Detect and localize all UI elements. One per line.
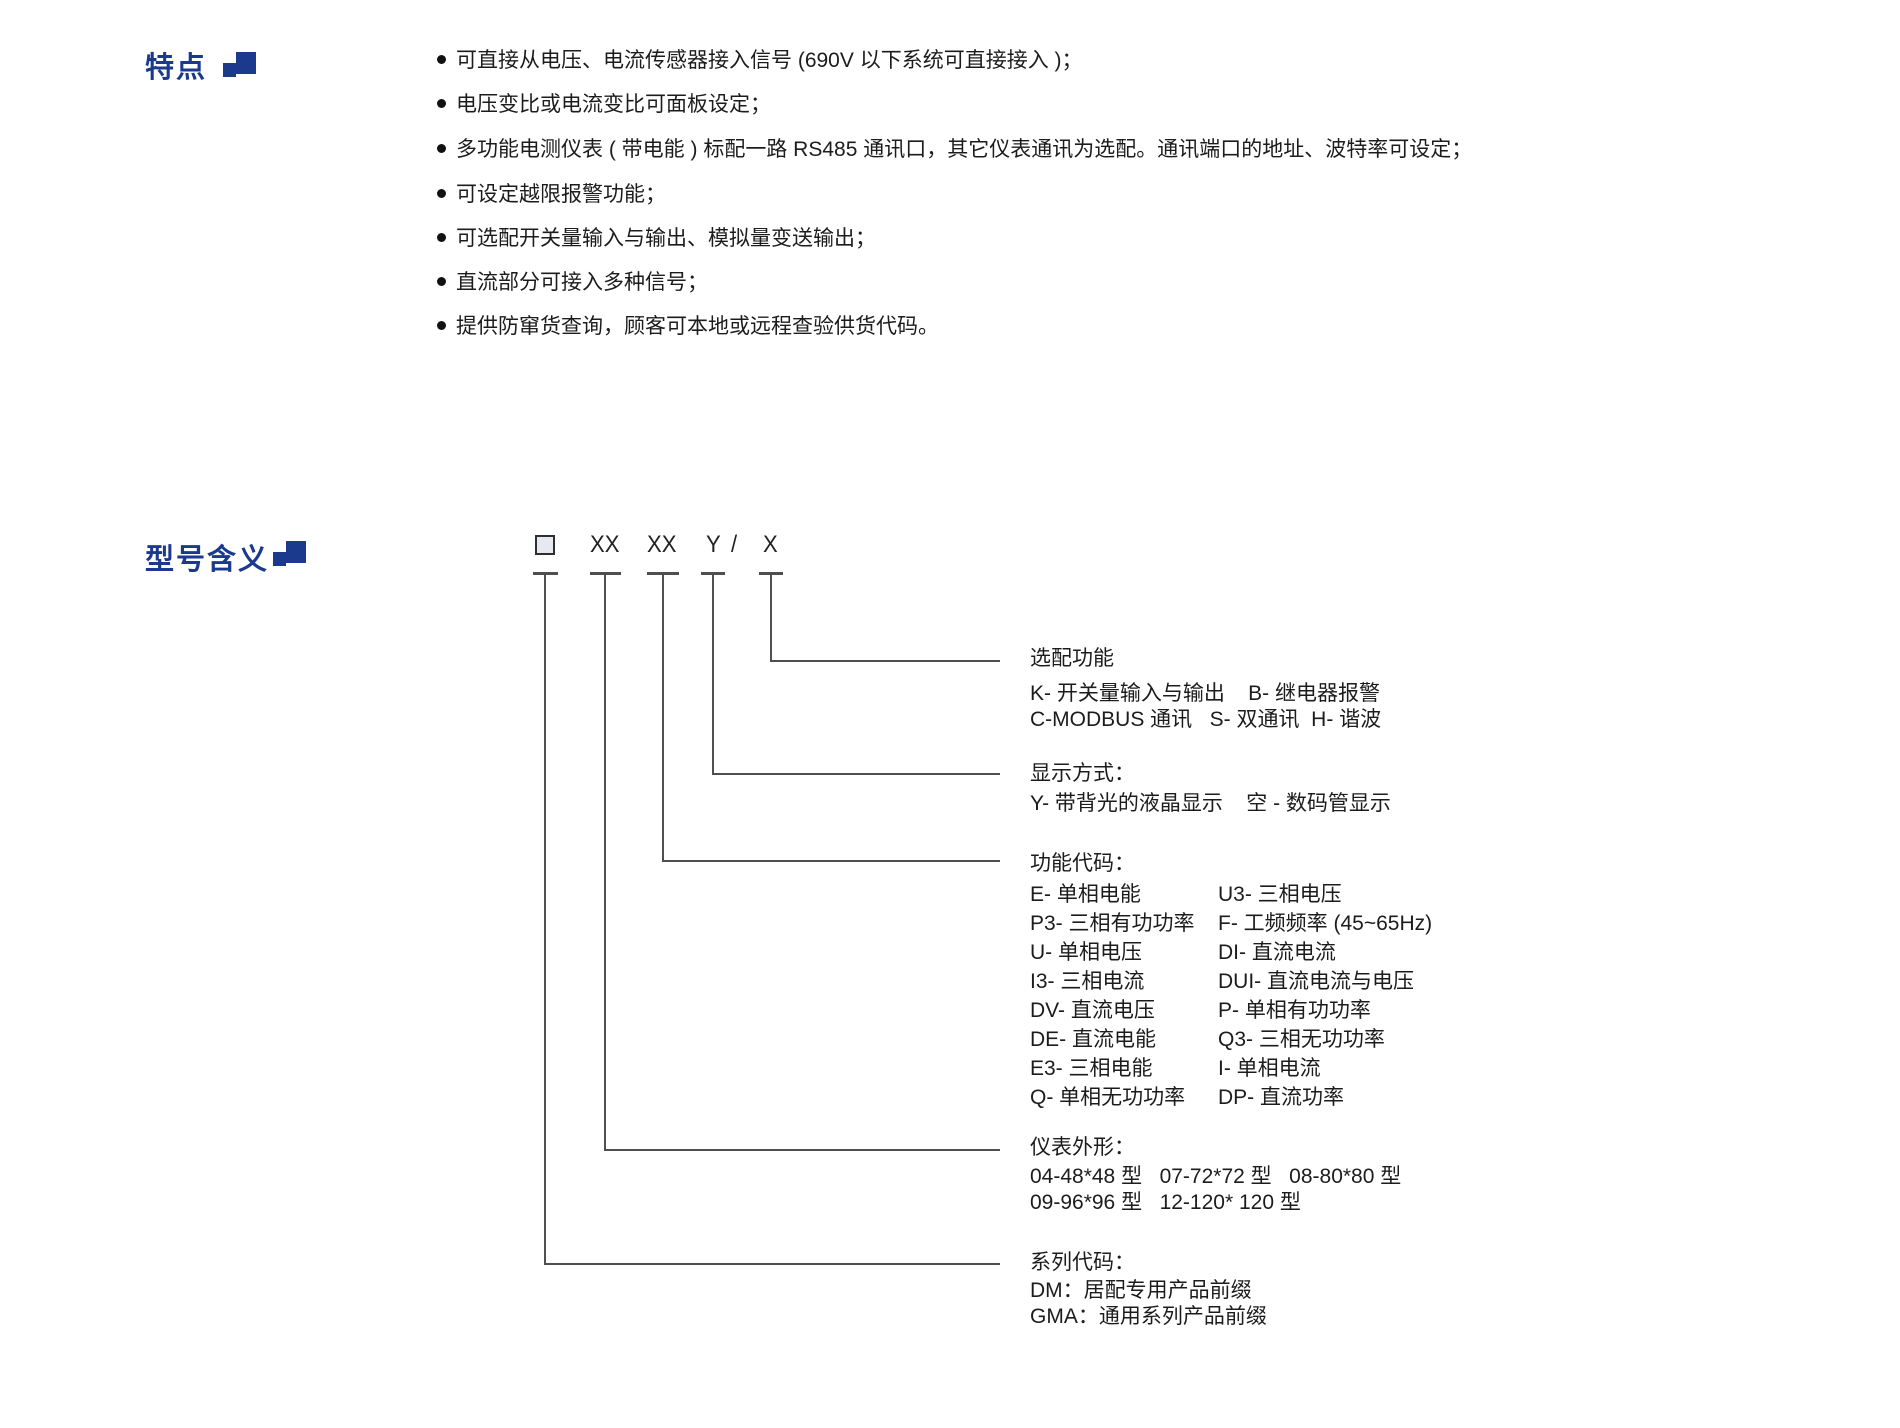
diagram-vline-option xyxy=(770,575,772,662)
feature-item: 可直接从电压、电流传感器接入信号 (690V 以下系统可直接接入 )； xyxy=(437,47,1083,74)
callout-line: K- 开关量输入与输出 B- 继电器报警 xyxy=(1030,682,1381,705)
model-code-segment: XX xyxy=(590,531,620,558)
function-code-item: U- 单相电压 xyxy=(1030,941,1142,964)
function-code-left-column: E- 单相电能 P3- 三相有功功率 U- 单相电压 I3- 三相电流 DV- … xyxy=(1030,880,1218,1112)
function-code-right-column: U3- 三相电压 F- 工频频率 (45~65Hz) DI- 直流电流 DUI-… xyxy=(1218,880,1432,1112)
callout-line: C-MODBUS 通讯 S- 双通讯 H- 谐波 xyxy=(1030,708,1382,731)
diagram-hline-shape xyxy=(604,1149,1000,1151)
bullet-icon xyxy=(437,144,446,153)
callout-title: 显示方式： xyxy=(1030,762,1135,785)
heading-squares-icon xyxy=(273,552,286,566)
callout-title: 选配功能 xyxy=(1030,647,1114,670)
diagram-tbar xyxy=(533,572,558,575)
bullet-icon xyxy=(437,233,446,242)
bullet-icon xyxy=(437,277,446,286)
model-code-segment: XX xyxy=(647,531,677,558)
bullet-icon xyxy=(437,321,446,330)
callout-line: GMA：通用系列产品前缀 xyxy=(1030,1305,1267,1328)
features-heading: 特点 xyxy=(145,52,208,84)
callout-display-mode: 显示方式： Y- 带背光的液晶显示 空 - 数码管显示 xyxy=(1030,761,1391,817)
callout-title: 系列代码： xyxy=(1030,1251,1135,1274)
function-code-item: DE- 直流电能 xyxy=(1030,1028,1156,1051)
feature-text: 可直接从电压、电流传感器接入信号 (690V 以下系统可直接接入 )； xyxy=(456,49,1083,72)
function-code-item: Q3- 三相无功功率 xyxy=(1218,1028,1385,1051)
feature-text: 多功能电测仪表 ( 带电能 ) 标配一路 RS485 通讯口，其它仪表通讯为选配… xyxy=(456,138,1473,161)
feature-item: 可设定越限报警功能； xyxy=(437,181,666,208)
model-code-box xyxy=(535,535,555,555)
diagram-vline-series xyxy=(544,575,546,1265)
function-code-item: Q- 单相无功功率 xyxy=(1030,1086,1186,1109)
callout-line: 09-96*96 型 12-120* 120 型 xyxy=(1030,1191,1301,1214)
diagram-hline-option xyxy=(770,660,1000,662)
callout-function-code: 功能代码： E- 单相电能 P3- 三相有功功率 U- 单相电压 I3- 三相电… xyxy=(1030,851,1432,1112)
function-code-item: I3- 三相电流 xyxy=(1030,970,1145,993)
function-code-item: E3- 三相电能 xyxy=(1030,1057,1153,1080)
callout-line: 04-48*48 型 07-72*72 型 08-80*80 型 xyxy=(1030,1165,1402,1188)
feature-item: 可选配开关量输入与输出、模拟量变送输出； xyxy=(437,225,876,252)
diagram-vline-display xyxy=(712,575,714,775)
heading-squares-icon xyxy=(286,541,306,563)
function-code-item: DI- 直流电流 xyxy=(1218,941,1336,964)
feature-item: 直流部分可接入多种信号； xyxy=(437,269,708,296)
callout-line: DM：居配专用产品前缀 xyxy=(1030,1279,1252,1302)
callout-series-code: 系列代码： DM：居配专用产品前缀 GMA：通用系列产品前缀 xyxy=(1030,1250,1267,1330)
feature-item: 多功能电测仪表 ( 带电能 ) 标配一路 RS485 通讯口，其它仪表通讯为选配… xyxy=(437,136,1472,163)
diagram-vline-function xyxy=(662,575,664,862)
heading-squares-icon xyxy=(223,63,236,77)
function-code-item: DV- 直流电压 xyxy=(1030,999,1155,1022)
function-code-item: P- 单相有功功率 xyxy=(1218,999,1371,1022)
function-code-item: I- 单相电流 xyxy=(1218,1057,1321,1080)
function-code-item: E- 单相电能 xyxy=(1030,883,1141,906)
bullet-icon xyxy=(437,55,446,64)
feature-text: 可设定越限报警功能； xyxy=(456,183,666,206)
diagram-tbar xyxy=(759,572,783,575)
callout-title: 仪表外形： xyxy=(1030,1136,1135,1159)
function-code-item: U3- 三相电压 xyxy=(1218,883,1342,906)
function-code-item: DUI- 直流电流与电压 xyxy=(1218,970,1414,993)
model-code-segment: / xyxy=(731,531,738,558)
callout-option-function: 选配功能 K- 开关量输入与输出 B- 继电器报警 C-MODBUS 通讯 S-… xyxy=(1030,646,1381,733)
function-code-item: F- 工频频率 (45~65Hz) xyxy=(1218,912,1433,935)
diagram-vline-shape xyxy=(604,575,606,1151)
feature-text: 提供防窜货查询，顾客可本地或远程查验供货代码。 xyxy=(456,315,939,338)
function-code-item: P3- 三相有功功率 xyxy=(1030,912,1195,935)
model-code-segment: X xyxy=(763,531,778,558)
diagram-tbar xyxy=(701,572,725,575)
callout-line: Y- 带背光的液晶显示 空 - 数码管显示 xyxy=(1030,792,1391,815)
diagram-hline-function xyxy=(662,860,1000,862)
diagram-tbar xyxy=(647,572,679,575)
feature-item: 电压变比或电流变比可面板设定； xyxy=(437,91,771,118)
heading-squares-icon xyxy=(236,52,256,74)
callout-meter-shape: 仪表外形： 04-48*48 型 07-72*72 型 08-80*80 型 0… xyxy=(1030,1135,1401,1216)
feature-item: 提供防窜货查询，顾客可本地或远程查验供货代码。 xyxy=(437,313,939,340)
diagram-hline-series xyxy=(544,1263,1000,1265)
model-code-segment: Y xyxy=(706,531,721,558)
callout-title: 功能代码： xyxy=(1030,852,1135,875)
bullet-icon xyxy=(437,189,446,198)
bullet-icon xyxy=(437,99,446,108)
diagram-tbar xyxy=(590,572,621,575)
feature-text: 可选配开关量输入与输出、模拟量变送输出； xyxy=(456,227,876,250)
diagram-hline-display xyxy=(712,773,1000,775)
feature-text: 直流部分可接入多种信号； xyxy=(456,271,708,294)
feature-text: 电压变比或电流变比可面板设定； xyxy=(456,93,771,116)
model-heading: 型号含义 xyxy=(145,544,270,576)
function-code-item: DP- 直流功率 xyxy=(1218,1086,1344,1109)
